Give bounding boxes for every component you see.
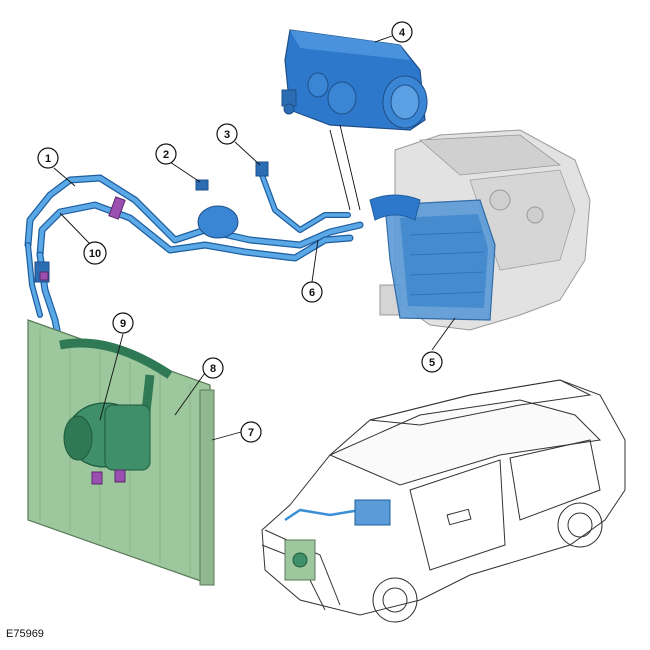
callout-label: 8 — [210, 363, 216, 375]
callout-label: 2 — [163, 149, 169, 161]
compressor — [59, 338, 173, 485]
callout-label: 9 — [120, 318, 126, 330]
callout-2: 2 — [155, 143, 177, 165]
figure-reference: E75969 — [6, 628, 44, 640]
callout-label: 4 — [399, 27, 406, 39]
callout-9: 9 — [112, 312, 134, 334]
leader-lines — [53, 35, 456, 441]
callout-10: 10 — [83, 241, 107, 265]
callout-1: 1 — [37, 147, 59, 169]
refrigerant-pipes — [24, 172, 364, 349]
expansion-valve — [281, 29, 428, 131]
callout-5: 5 — [421, 351, 443, 373]
callout-6: 6 — [301, 281, 323, 303]
receiver-drier — [34, 161, 269, 283]
callout-label: 6 — [309, 287, 315, 299]
vehicle-outline — [261, 379, 626, 623]
callout-3: 3 — [216, 123, 238, 145]
callout-label: 7 — [248, 427, 254, 439]
callout-7: 7 — [240, 421, 262, 443]
callout-label: 3 — [224, 129, 230, 141]
callout-label: 5 — [429, 357, 435, 369]
callout-4: 4 — [391, 21, 413, 43]
callout-label: 1 — [45, 153, 51, 165]
callout-label: 10 — [89, 248, 101, 260]
callout-8: 8 — [202, 357, 224, 379]
evaporator-core — [369, 194, 496, 321]
